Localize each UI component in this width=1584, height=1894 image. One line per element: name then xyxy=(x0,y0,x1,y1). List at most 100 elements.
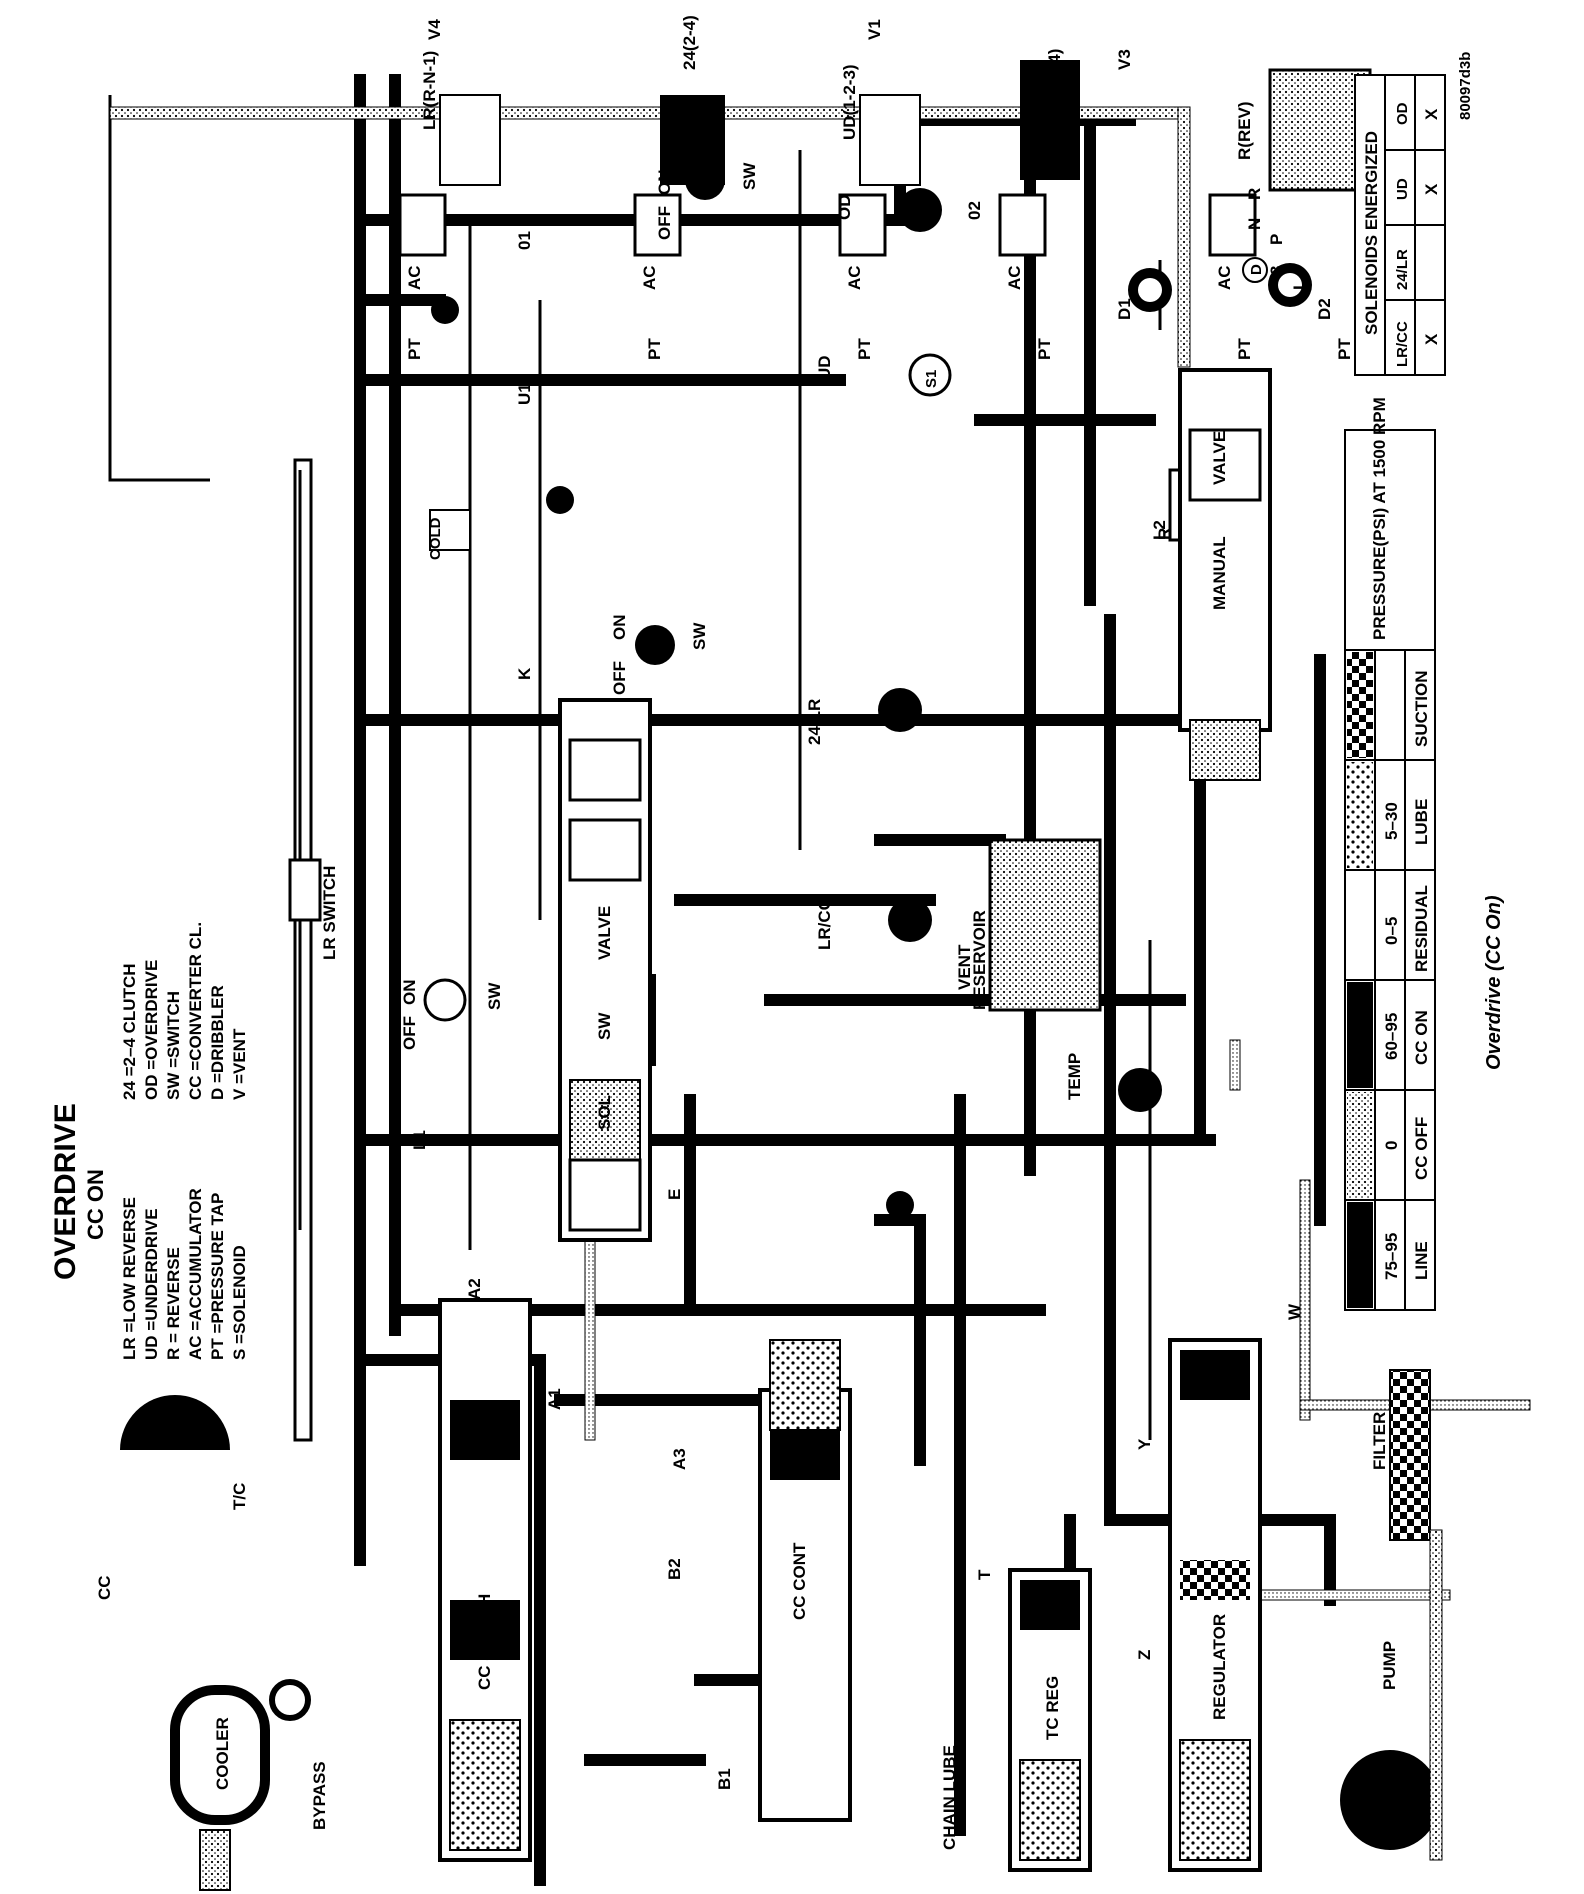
cc-cont-label: CC CONT xyxy=(790,1542,809,1620)
accumulators xyxy=(398,193,1257,257)
passage-k: K xyxy=(515,667,534,680)
passage-y: Y xyxy=(1135,1438,1154,1450)
swatch-suction xyxy=(1347,652,1373,758)
underdrive-clutch-label: UD(1-2-3) xyxy=(840,64,859,140)
lr-clutch-label: LR(R-N-1) xyxy=(420,51,439,130)
legend-item: LR =LOW REVERSE xyxy=(120,1197,139,1360)
legend-item: UD =UNDERDRIVE xyxy=(142,1208,161,1360)
regulator-spring xyxy=(1179,1739,1251,1861)
ac-label: AC xyxy=(845,265,864,290)
pressure-switch-od: OFF ON SW xyxy=(655,160,759,240)
sol-label: SOL xyxy=(595,1095,614,1130)
legend-abbrev-col2: 24 =2–4 CLUTCH OD =OVERDRIVE SW =SWITCH … xyxy=(120,922,249,1100)
bypass-label: BYPASS xyxy=(310,1761,329,1830)
pt-label: PT xyxy=(405,338,424,360)
passage-a3: A3 xyxy=(670,1448,689,1470)
pressure-key: 75–95 0 60–95 0–5 5–30 LINE CC OFF CC ON… xyxy=(1344,397,1436,1311)
torque-converter-clutch xyxy=(120,1395,230,1450)
col-od: OD xyxy=(1394,102,1411,125)
cc-switch-spring xyxy=(449,1719,521,1851)
passage-01: 01 xyxy=(515,231,534,250)
check-ball-5-label: 5 xyxy=(437,307,454,315)
legend-item: AC =ACCUMULATOR xyxy=(186,1188,205,1360)
s1-label: S1 xyxy=(923,370,940,388)
pressure-key-header: PRESSURE(PSI) AT 1500 RPM xyxy=(1370,397,1389,640)
s1-ud-label: UD xyxy=(815,355,834,380)
col-ud: UD xyxy=(1394,178,1411,200)
passage-l2: L2 xyxy=(1150,520,1169,540)
v1-label: V1 xyxy=(865,19,884,40)
manual-valve-label: VALVE xyxy=(1210,431,1229,485)
thermal-valve: COLD HOT xyxy=(387,509,471,600)
title-block: OVERDRIVE CC ON xyxy=(49,1103,108,1280)
name-suction: SUCTION xyxy=(1412,671,1431,748)
gear-r: R xyxy=(1245,188,1264,200)
name-cc-on: CC ON xyxy=(1412,1010,1431,1065)
passage-e: E xyxy=(665,1189,684,1200)
s3-label: S3 xyxy=(903,917,920,935)
switch-sw: SW xyxy=(740,162,759,190)
psi-lube: 5–30 xyxy=(1382,802,1401,840)
name-line: LINE xyxy=(1412,1241,1431,1280)
gear-n: N xyxy=(1245,218,1264,230)
name-residual: RESIDUAL xyxy=(1412,885,1431,972)
manual-label: MANUAL xyxy=(1210,536,1229,610)
switch-on: ON xyxy=(655,170,674,196)
passage-labels: L1 L2 A1 A2 A3 B1 B2 E K U1 01 02 T W Y … xyxy=(410,201,1304,1790)
gear-l: L xyxy=(1290,280,1309,290)
pt-label: PT xyxy=(645,338,664,360)
val-od: X xyxy=(1422,108,1441,120)
dribbler-d2-core xyxy=(1278,273,1302,297)
swatch-cc-on xyxy=(1347,982,1373,1088)
ac-labels: AC AC AC AC AC xyxy=(405,265,1234,290)
solenoid-s3: S3 LR/CC xyxy=(815,898,932,950)
s4-label: S4 xyxy=(893,706,910,725)
psi-residual: 0–5 xyxy=(1382,917,1401,945)
pump-label: PUMP xyxy=(1380,1641,1399,1690)
sol-end xyxy=(568,1158,642,1232)
cc-switch-land xyxy=(450,1400,520,1460)
cc-switch-label: CC SWITCH xyxy=(475,1594,494,1690)
passage-b1: B1 xyxy=(715,1768,734,1790)
regulator-label: REGULATOR xyxy=(1210,1614,1229,1720)
filter xyxy=(1389,1369,1431,1541)
underdrive-clutch xyxy=(859,94,921,186)
s4-24lr-label: 24/LR xyxy=(805,699,824,745)
temp-sensor xyxy=(1118,1068,1162,1112)
psi-cc-on: 60–95 xyxy=(1382,1013,1401,1060)
pt-label: PT xyxy=(1335,338,1354,360)
ac-label: AC xyxy=(1215,265,1234,290)
passage-a2: A2 xyxy=(465,1278,484,1300)
dribbler-d1-core xyxy=(1138,278,1162,302)
s2-label: S2 xyxy=(913,207,930,225)
passage-w: W xyxy=(1285,1303,1304,1320)
manual-valve-end xyxy=(1189,719,1261,781)
hot-label: HOT xyxy=(387,568,404,600)
switch-on: ON xyxy=(610,615,629,641)
gear-d-ring xyxy=(1242,257,1268,283)
psi-cc-off: 0 xyxy=(1382,1141,1401,1150)
swatch-line xyxy=(1347,1202,1373,1308)
s2-od-label: OD xyxy=(835,195,854,221)
passage-l1: L1 xyxy=(410,1130,429,1150)
solenoid-table: SOLENOIDS ENERGIZED LR/CC 24/LR UD OD X … xyxy=(1354,74,1446,376)
passage-02: 02 xyxy=(965,201,984,220)
vent-reservoir xyxy=(988,838,1102,1012)
clutch-24-label: 24(2-4) xyxy=(680,15,699,70)
solenoid-s1: S1 UD xyxy=(815,353,952,397)
d2-label: D2 xyxy=(1315,298,1334,320)
switch-on: ON xyxy=(400,980,419,1006)
legend-item: V =VENT xyxy=(230,1028,249,1100)
ac-label: AC xyxy=(405,265,424,290)
check-ball-2-label: 2 xyxy=(552,497,569,505)
passage-u1: U1 xyxy=(515,383,534,405)
val-ud: X xyxy=(1422,183,1441,195)
switch-off: OFF xyxy=(400,1016,419,1050)
reservoir-label: RESERVOIR xyxy=(970,910,989,1010)
cc-switch-land xyxy=(450,1600,520,1660)
ac-label: AC xyxy=(640,265,659,290)
tc-reg-land xyxy=(1020,1580,1080,1630)
sw-valve-label: SW xyxy=(595,1012,614,1040)
swatch-residual xyxy=(1347,872,1373,978)
cooler-return xyxy=(199,1829,231,1891)
